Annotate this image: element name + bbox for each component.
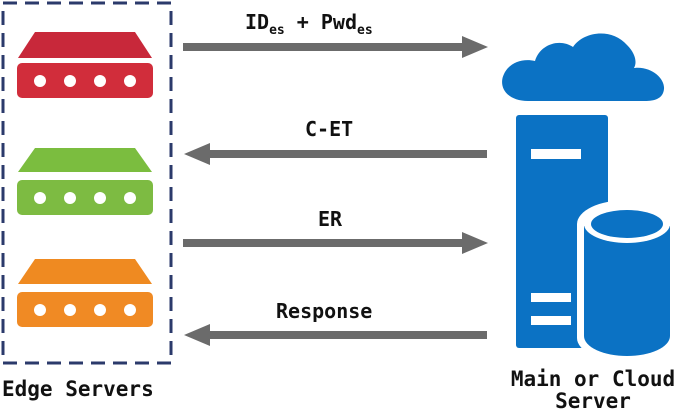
label-pwd-subscript: es (357, 23, 373, 38)
edge-server-orange-led-2 (64, 304, 76, 316)
label-id: ID (245, 10, 269, 34)
edge-server-red-led-3 (94, 75, 106, 87)
main-server-caption-line1: Main or Cloud (511, 367, 675, 391)
edge-server-orange-led-3 (94, 304, 106, 316)
arrow-c-et-head (184, 143, 210, 165)
edge-server-green-led-4 (124, 192, 136, 204)
edge-server-red-led-2 (64, 75, 76, 87)
arrow-c-et-shaft (208, 150, 487, 158)
arrow-response-shaft (208, 331, 487, 339)
edge-server-red (17, 32, 153, 98)
edge-server-orange (17, 259, 153, 327)
edge-server-red-body (17, 63, 153, 98)
cloud-icon (502, 33, 665, 101)
database-top (591, 210, 663, 238)
tower-slot-bottom-2 (531, 316, 571, 325)
arrow-credentials-head (462, 36, 488, 58)
edge-server-green-top (18, 148, 152, 172)
edge-servers-caption: Edge Servers (2, 377, 154, 401)
edge-server-green-body (17, 180, 153, 215)
arrow-er (183, 232, 488, 254)
tower-slot-top (531, 149, 581, 159)
arrow-response-head (184, 324, 210, 346)
database-body (584, 226, 670, 356)
label-pwd: + Pwd (285, 10, 357, 34)
edge-server-red-led-1 (34, 75, 46, 87)
arrow-er-label: ER (318, 207, 343, 231)
arrow-response (184, 324, 487, 346)
arrow-er-head (462, 232, 488, 254)
edge-server-green (17, 148, 153, 215)
edge-server-red-top (18, 32, 152, 58)
arrow-response-label: Response (276, 299, 372, 323)
edge-server-orange-led-1 (34, 304, 46, 316)
edge-server-green-led-2 (64, 192, 76, 204)
arrow-c-et (184, 143, 487, 165)
edge-server-orange-top (18, 259, 152, 284)
edge-server-green-led-1 (34, 192, 46, 204)
tower-slot-bottom-1 (531, 293, 571, 302)
edge-server-green-led-3 (94, 192, 106, 204)
cloud-shape (502, 33, 665, 101)
label-id-subscript: es (269, 23, 285, 38)
edge-server-red-led-4 (124, 75, 136, 87)
main-server-caption-line2: Server (555, 389, 631, 409)
arrow-er-shaft (183, 239, 465, 247)
database-icon (577, 200, 677, 362)
arrow-c-et-label: C-ET (305, 117, 353, 141)
arrow-credentials-label: IDes + Pwdes (245, 10, 373, 38)
edge-server-orange-body (17, 292, 153, 327)
edge-server-orange-led-4 (124, 304, 136, 316)
arrow-credentials (183, 36, 488, 58)
arrow-credentials-shaft (183, 43, 465, 51)
